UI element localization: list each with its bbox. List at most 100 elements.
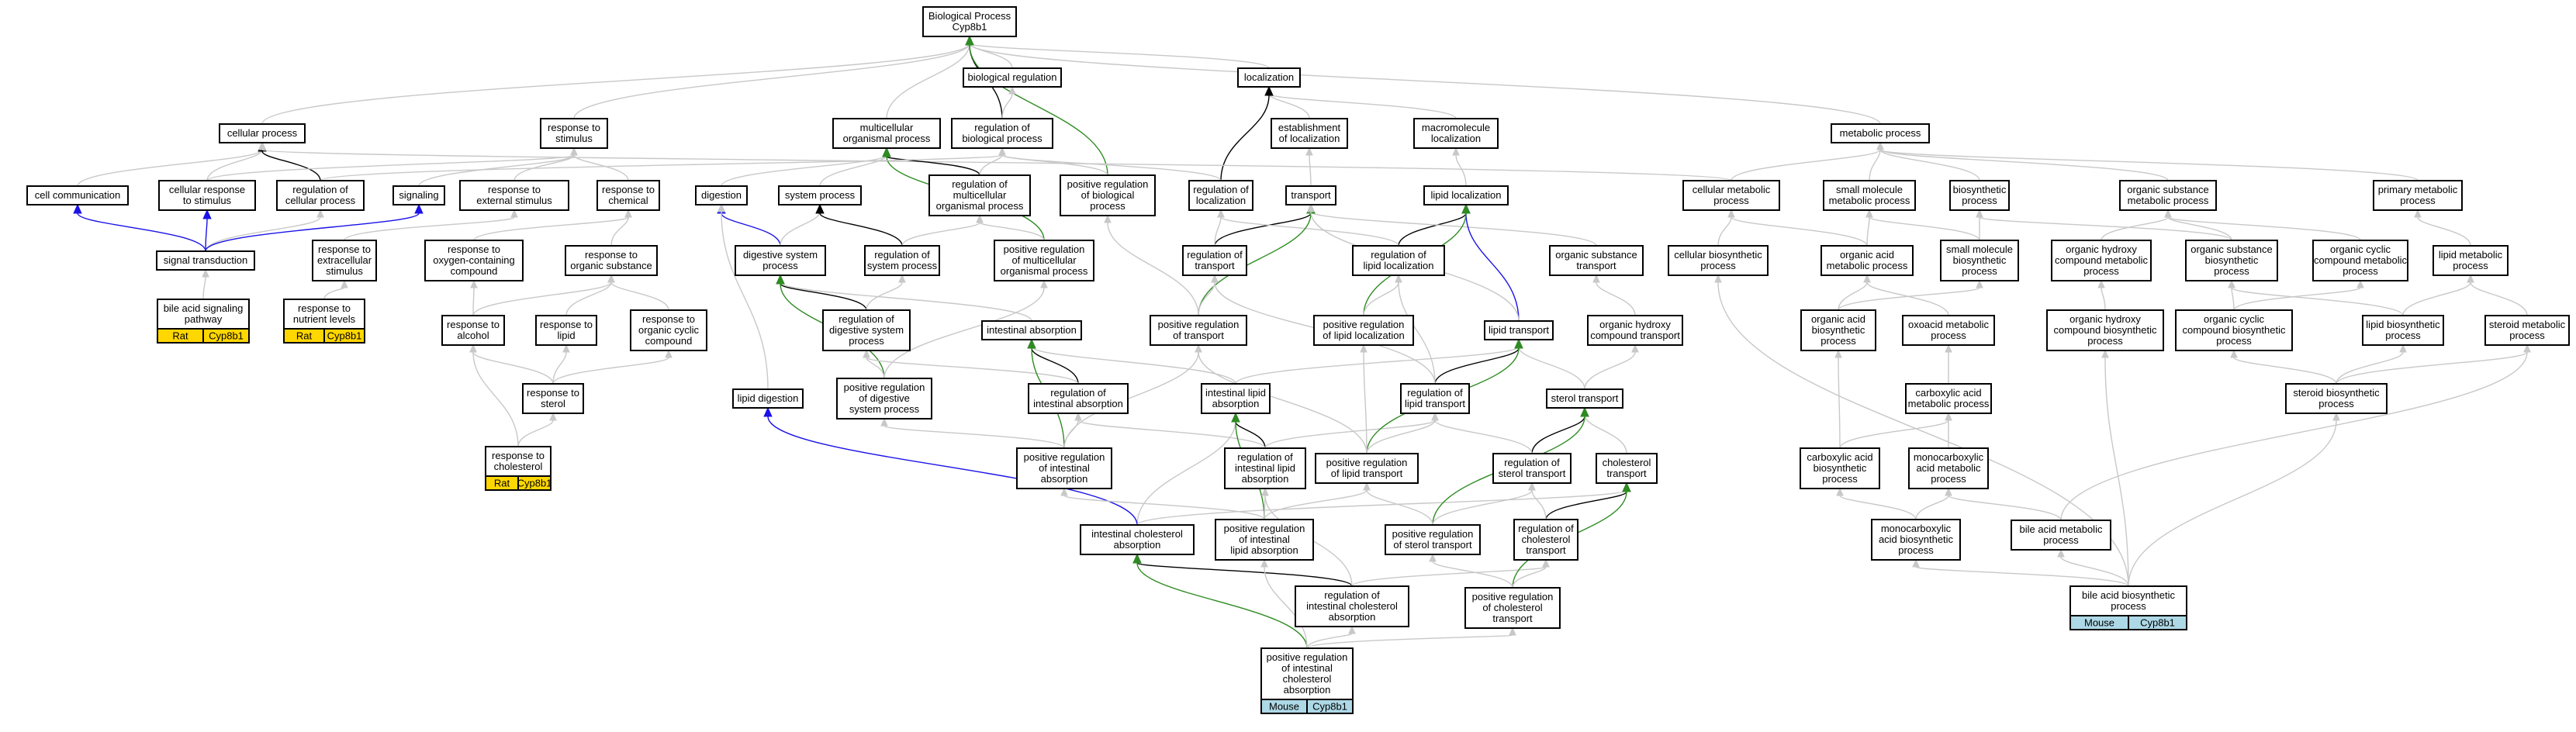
term-label-line: organic hydroxy	[2069, 313, 2141, 325]
term-label-line: oxygen-containing	[433, 254, 515, 266]
term-label-line: monocarboxylic	[1914, 451, 1984, 463]
go-term-signal-transduction[interactable]: signal transduction	[156, 250, 255, 271]
edge-is-a-small-molecule-biosynthetic-process-to-small-molecule-metabolic-process	[1865, 209, 1980, 241]
go-term-lipid-digestion[interactable]: lipid digestion	[732, 388, 804, 409]
edge-arrowhead	[998, 147, 1006, 156]
go-term-biological-regulation[interactable]: biological regulation	[963, 67, 1062, 88]
go-term-cell-communication[interactable]: cell communication	[26, 185, 129, 205]
go-term-signaling[interactable]: signaling	[392, 185, 445, 205]
edge-line	[1198, 212, 1312, 316]
go-term-digestion[interactable]: digestion	[695, 185, 748, 205]
go-term-metabolic-process[interactable]: metabolic process	[1831, 123, 1930, 143]
term-box	[2069, 585, 2187, 616]
go-term-lipid-transport[interactable]: lipid transport	[1484, 320, 1554, 340]
go-term-localization[interactable]: localization	[1237, 67, 1301, 88]
term-box	[735, 245, 826, 276]
edge-is-a-bile-acid-metabolic-process-to-steroid-metabolic-process	[2060, 344, 2531, 521]
go-term-cellular-process[interactable]: cellular process	[219, 123, 306, 143]
term-label-line: cellular process	[285, 195, 356, 206]
go-term-sterol-transport[interactable]: sterol transport	[1546, 388, 1623, 409]
term-label-line: regulation of	[1518, 523, 1574, 534]
go-term-system-process[interactable]: system process	[778, 185, 862, 205]
go-term-lipid-localization[interactable]: lipid localization	[1423, 185, 1509, 205]
go-term-intestinal-absorption[interactable]: intestinal absorption	[981, 320, 1082, 340]
go-term-transport[interactable]: transport	[1285, 185, 1336, 205]
